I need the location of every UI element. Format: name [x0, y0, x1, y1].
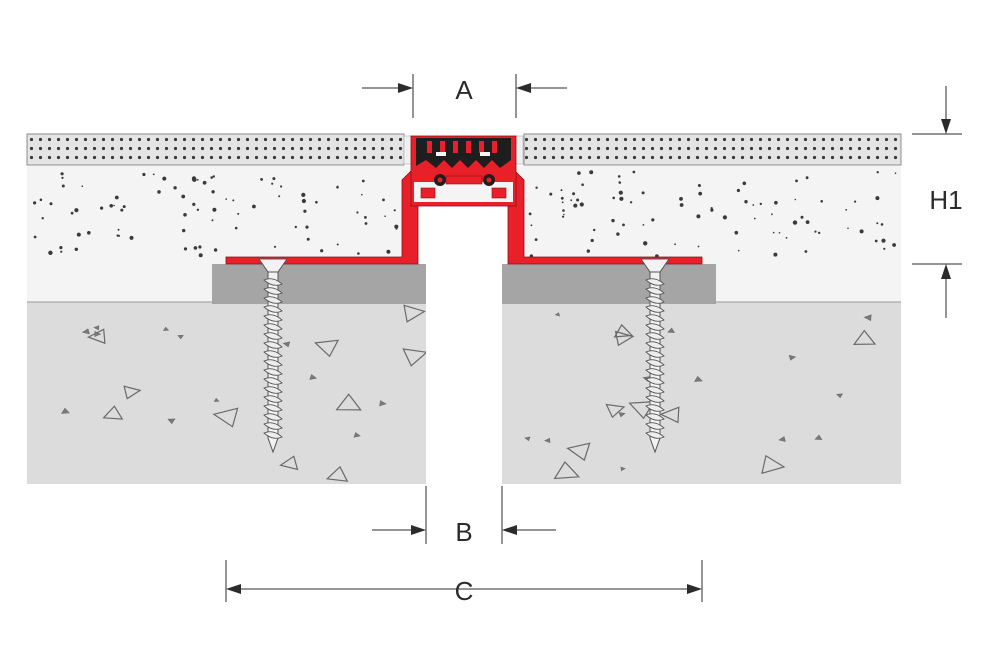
tile-left: [26, 133, 415, 166]
dimension-c: [225, 560, 703, 602]
tile-right: [512, 133, 902, 166]
base-plate-right: [502, 264, 716, 304]
rubber-insert: [416, 138, 511, 168]
concrete-slab-right: [502, 301, 901, 484]
dimension-a-label: A: [455, 75, 473, 105]
dimension-h1-label: H1: [929, 185, 962, 215]
aluminium-profile: [225, 135, 703, 265]
anchor-screw-left: [258, 258, 288, 454]
dimension-c-label: C: [455, 576, 474, 606]
dimension-b-label: B: [455, 517, 472, 547]
dimension-a: [362, 74, 567, 118]
anchor-screw-right: [640, 258, 670, 454]
concrete-slab-left: [27, 301, 426, 484]
base-plate-left: [212, 264, 426, 304]
dimension-h1: [912, 86, 962, 318]
dimension-b: [372, 486, 556, 544]
